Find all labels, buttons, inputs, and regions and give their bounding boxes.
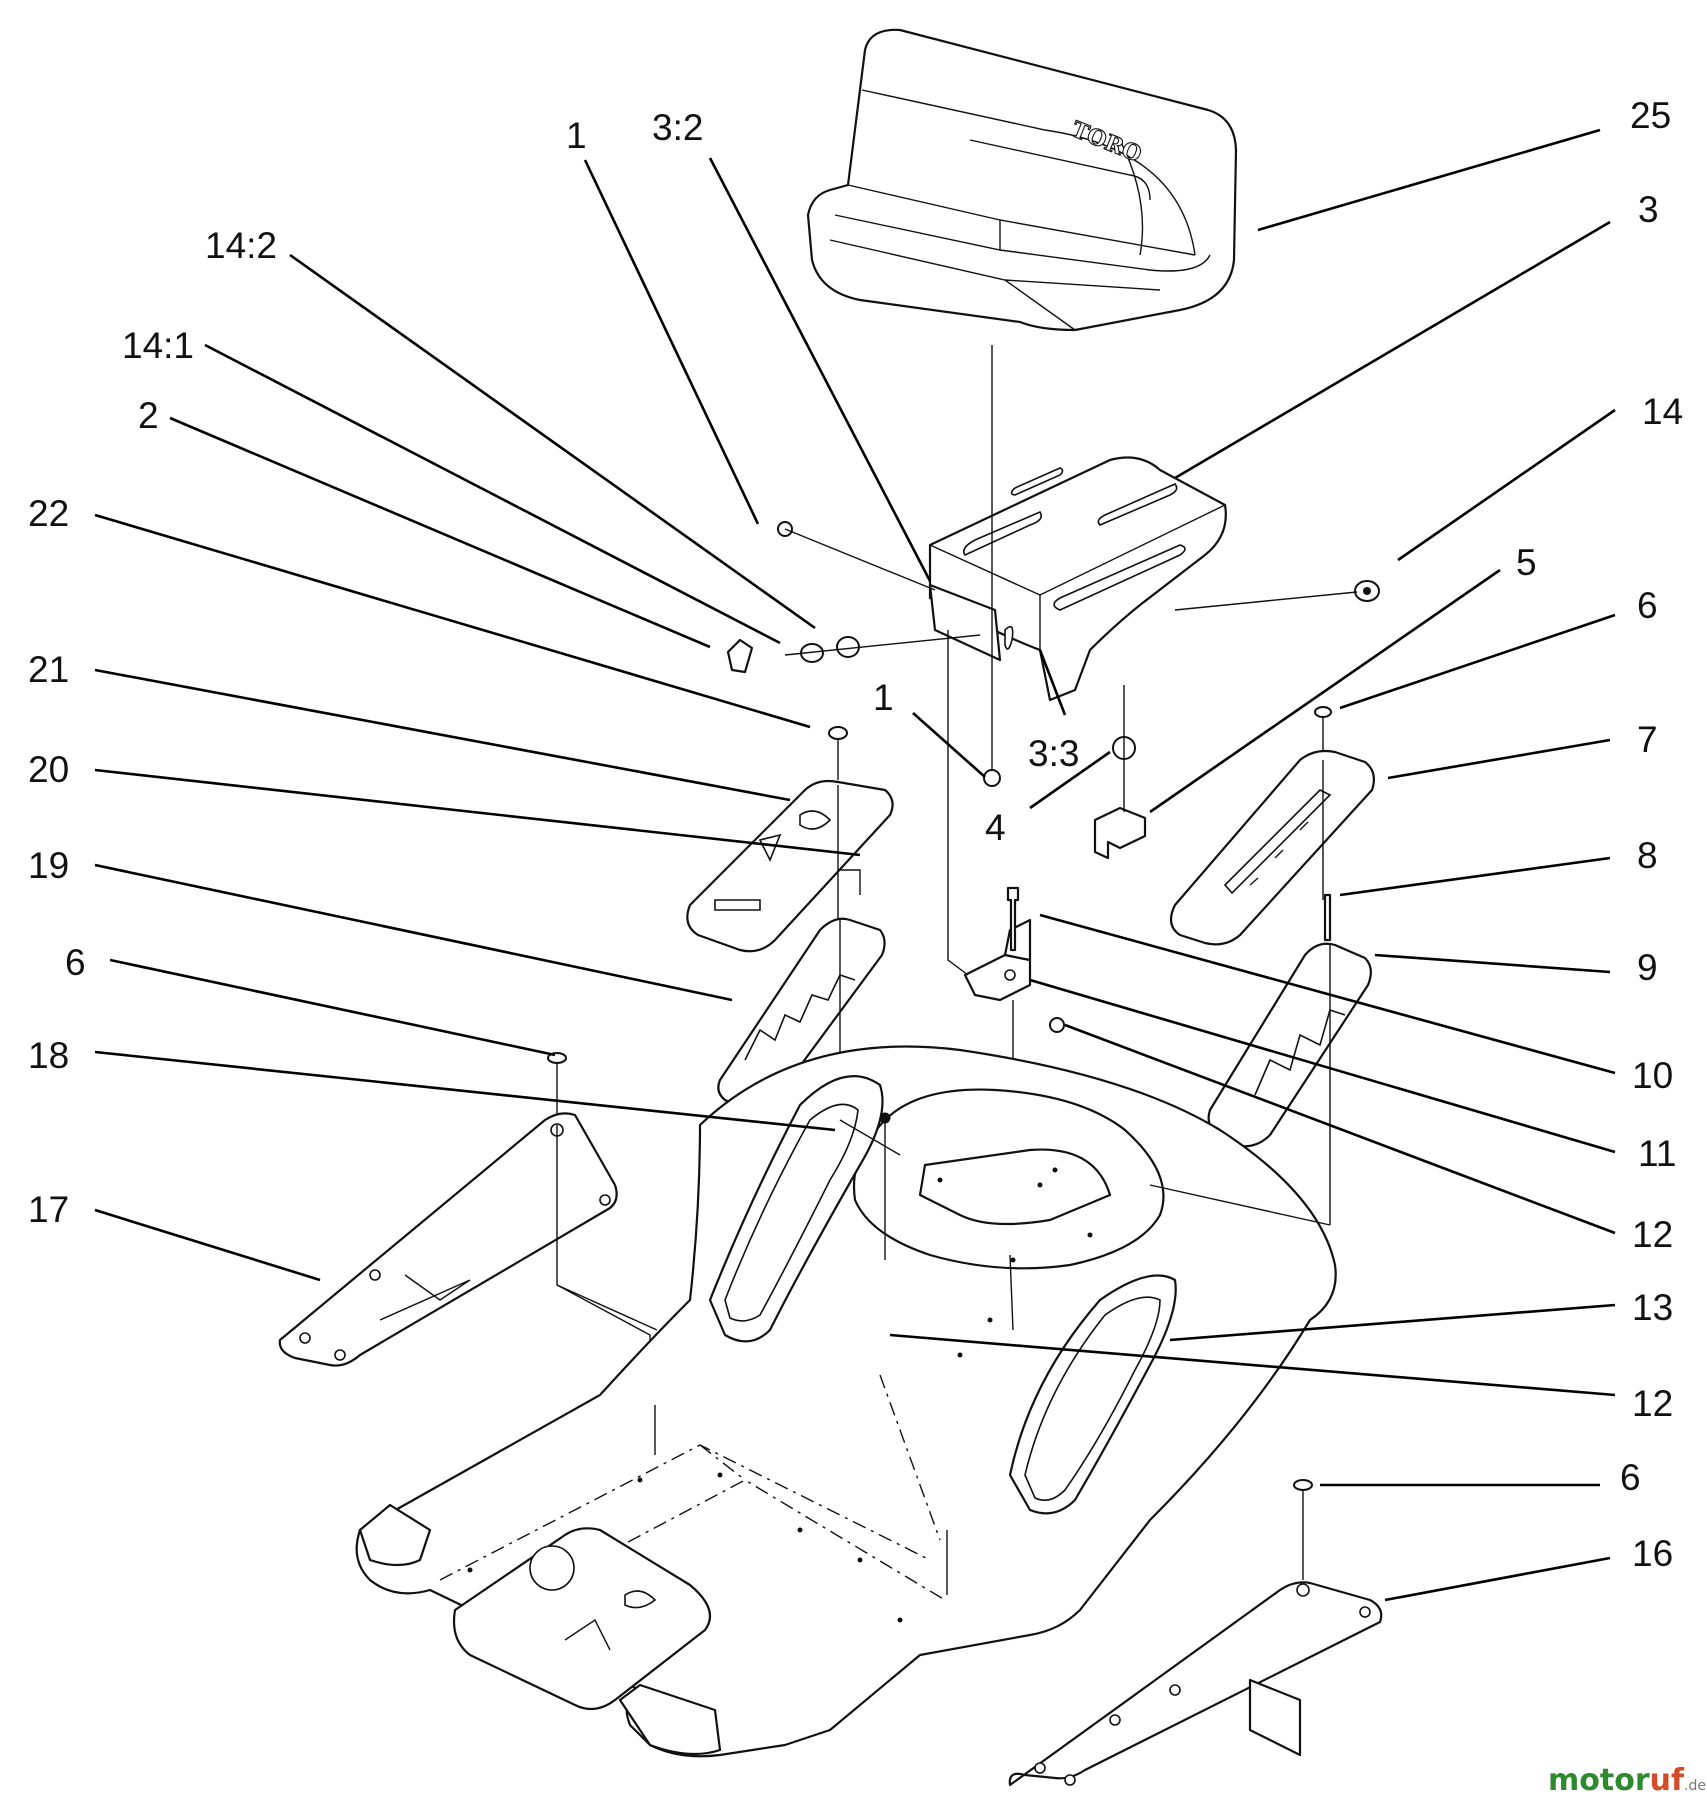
callout-10: 10 xyxy=(1632,1055,1673,1096)
left-hardware xyxy=(726,521,981,674)
rivet-6-right-top xyxy=(1314,706,1332,718)
callout-8: 8 xyxy=(1637,835,1658,876)
callout-5: 5 xyxy=(1516,542,1537,583)
callout-labels: 25 3 14 5 6 7 8 9 10 11 12 13 12 6 16 1 … xyxy=(28,95,1683,1574)
callout-20: 20 xyxy=(28,749,69,790)
callout-16: 16 xyxy=(1632,1533,1673,1574)
callout-12-lower: 12 xyxy=(1632,1383,1673,1424)
left-floor-plate xyxy=(278,1052,651,1400)
callout-3: 3 xyxy=(1638,189,1659,230)
callout-2: 2 xyxy=(138,395,159,436)
callout-12-upper: 12 xyxy=(1632,1214,1673,1255)
cotter-2 xyxy=(726,638,754,674)
nut-12-upper xyxy=(1049,1017,1065,1033)
callout-21: 21 xyxy=(28,649,69,690)
callout-18: 18 xyxy=(28,1035,69,1076)
watermark-part1: motor xyxy=(1548,1763,1650,1798)
rivet-6-right-bottom xyxy=(1293,1479,1313,1491)
watermark-suffix: .de xyxy=(1684,1778,1706,1794)
seat-switch xyxy=(1093,685,1147,860)
callout-1-mid: 1 xyxy=(873,677,894,718)
fender-deck xyxy=(355,1045,1337,1758)
seat-adjust-knob xyxy=(1174,580,1380,611)
callout-14-2: 14:2 xyxy=(205,225,277,266)
callout-9: 9 xyxy=(1637,947,1658,988)
watermark: motoruf.de xyxy=(1548,1763,1706,1798)
rivet-22 xyxy=(828,726,848,740)
washer-14-2 xyxy=(836,636,860,658)
callout-1-top: 1 xyxy=(566,115,587,156)
callout-17: 17 xyxy=(28,1189,69,1230)
callout-3-3: 3:3 xyxy=(1028,733,1079,774)
callout-14-1: 14:1 xyxy=(122,325,194,366)
callout-7: 7 xyxy=(1637,719,1658,760)
callout-6-left: 6 xyxy=(65,942,86,983)
callout-19: 19 xyxy=(28,845,69,886)
pad-19 xyxy=(717,917,886,1112)
seat-bracket xyxy=(928,456,1227,702)
left-fender-pads xyxy=(686,726,894,1120)
pad-9 xyxy=(1207,942,1372,1148)
callout-6-right-top: 6 xyxy=(1637,585,1658,626)
bolt-10 xyxy=(1006,886,1020,952)
svg-text:motoruf.de: motoruf.de xyxy=(1548,1763,1706,1798)
callout-4: 4 xyxy=(985,807,1006,848)
callout-3-2: 3:2 xyxy=(652,107,703,148)
nut-1-mid xyxy=(983,769,1001,787)
callout-22: 22 xyxy=(28,493,69,534)
callout-11: 11 xyxy=(1638,1133,1676,1174)
hinge-bracket xyxy=(947,630,1065,1255)
callout-25: 25 xyxy=(1630,95,1671,136)
watermark-part2: uf xyxy=(1650,1763,1685,1798)
right-floor-plate xyxy=(1008,1479,1383,1787)
callout-14: 14 xyxy=(1642,391,1683,432)
seat: TORO xyxy=(806,28,1238,332)
screw-8 xyxy=(1323,893,1332,942)
leader-lines xyxy=(94,128,1616,1602)
callout-13: 13 xyxy=(1632,1287,1673,1328)
callout-6-right-bottom: 6 xyxy=(1620,1457,1641,1498)
